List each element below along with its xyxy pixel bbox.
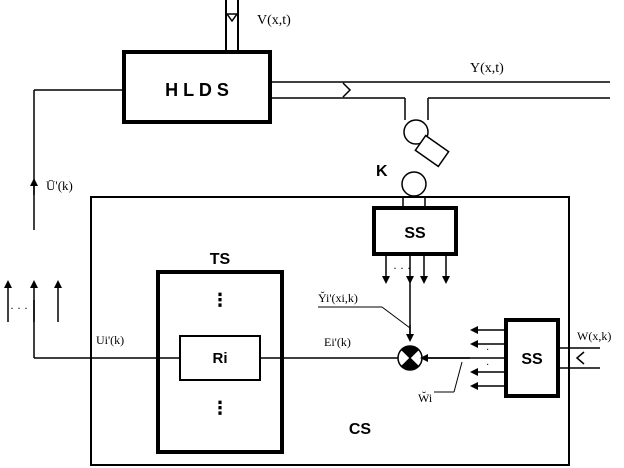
cs-label: CS <box>349 421 372 438</box>
k-connector <box>401 119 450 208</box>
wi-leader-diag <box>453 361 463 393</box>
ts-dots-bottom: ⋮ <box>211 398 229 418</box>
svg-text:·: · <box>486 345 489 356</box>
ss-top-dots: · · · <box>393 261 411 275</box>
y-estimate-label: Y̆i'(xi,k) <box>318 290 358 305</box>
comparator <box>397 345 423 371</box>
ei-error-label: Ei'(k) <box>324 335 351 349</box>
v-input-label: V(x,t) <box>257 13 291 28</box>
cs-box <box>90 196 570 466</box>
u-control-label: Ū'(k) <box>46 178 73 193</box>
hlds-box <box>122 50 272 124</box>
y-output-pipe <box>270 81 610 120</box>
left-output-arrows <box>4 280 62 322</box>
ss-right-label: SS <box>521 351 543 368</box>
ts-label: TS <box>210 251 231 268</box>
hlds-label: H L D S <box>165 80 229 100</box>
y-estimate-leader-diag <box>381 306 411 329</box>
ss-right-arrows: · · <box>420 326 506 390</box>
w-input-label: W(x,k) <box>577 329 611 343</box>
ss-top-label: SS <box>404 225 426 242</box>
left-dots: · · · <box>10 301 28 315</box>
svg-text:·: · <box>486 360 489 371</box>
ri-label: Ri <box>213 350 228 367</box>
w-input-pipe <box>558 347 600 369</box>
y-output-label: Y(x,t) <box>470 61 504 76</box>
ts-dots-top: ⋮ <box>211 290 229 310</box>
u-feedback-line <box>30 89 124 230</box>
ui-control-label: Ui'(k) <box>96 333 124 347</box>
wi-label: W̆i <box>418 390 433 405</box>
v-input-pipe <box>225 0 239 52</box>
ss-top-box <box>372 206 458 256</box>
k-label: K <box>376 163 388 180</box>
